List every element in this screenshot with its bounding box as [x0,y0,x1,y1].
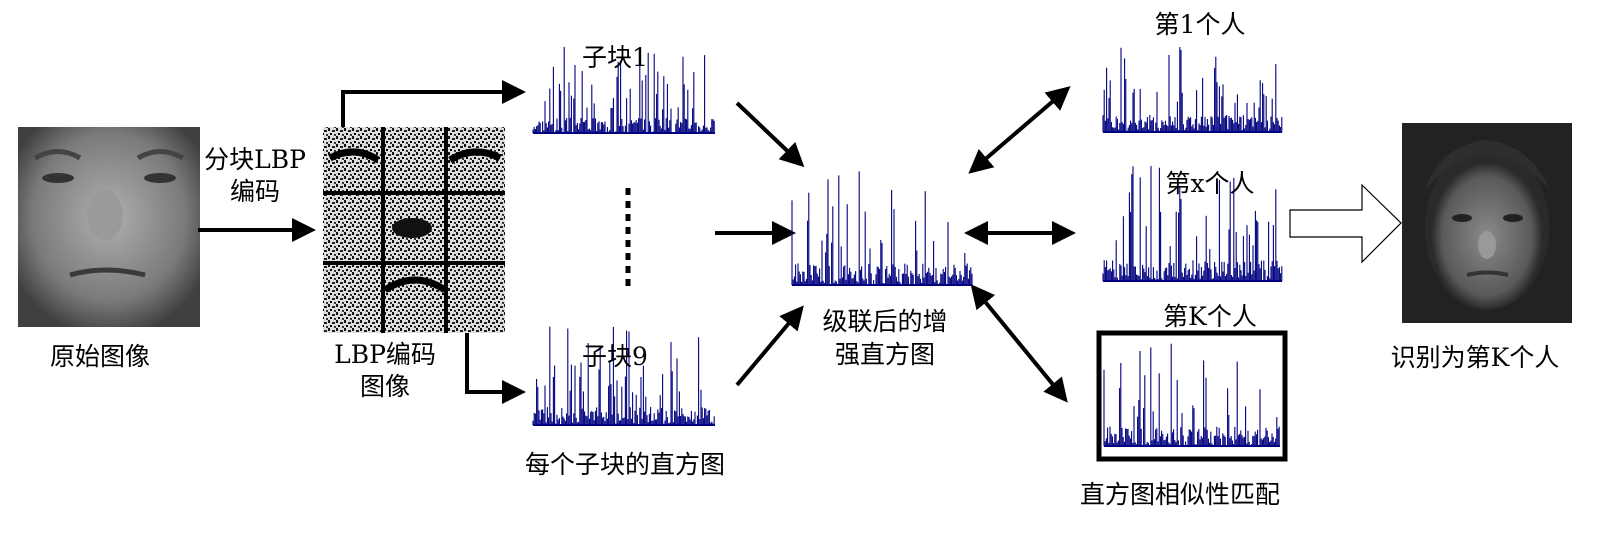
block-lbp-label-line2: 编码 [230,177,280,206]
lbp-encoded-image [323,127,505,333]
original-face-image [18,127,200,327]
lbp-image-label-line1: LBP编码 [334,340,436,369]
person-x-histogram [1102,166,1283,282]
subblock-histograms-label: 每个子块的直方图 [525,450,725,479]
arrow-to-subblock-1 [341,80,526,127]
lbp-image-label-line2: 图像 [360,372,410,401]
recognized-face-image [1402,123,1572,323]
person-x-label: 第x个人 [1165,169,1254,198]
arrow-to-subblock-9 [465,333,526,404]
best-match-highlight-box [1096,330,1288,462]
concat-label-line1: 级联后的增 [822,307,947,336]
result-label: 识别为第K个人 [1391,343,1560,372]
concat-label-line2: 强直方图 [835,340,935,369]
original-image-label: 原始图像 [50,342,150,371]
concatenated-histogram [791,171,973,286]
block-lbp-label-line1: 分块LBP [204,145,306,174]
subblock-9-histogram [532,326,715,426]
person-k-histogram [1103,343,1280,447]
double-arrow-person-k [970,284,1068,403]
similarity-matching-label: 直方图相似性匹配 [1080,480,1280,509]
double-arrow-person-1 [968,86,1071,174]
person-1-label: 第1个人 [1155,10,1246,39]
person-1-histogram [1102,47,1283,133]
arrow-subblock1-to-concat [735,101,805,168]
hollow-result-arrow [1289,183,1402,264]
arrow-subblock9-to-concat [735,305,804,387]
subblock-1-histogram [532,46,715,134]
person-k-label: 第K个人 [1163,302,1257,331]
subblock-1-label: 子块1 [582,43,648,72]
subblock-9-label: 子块9 [582,342,648,371]
